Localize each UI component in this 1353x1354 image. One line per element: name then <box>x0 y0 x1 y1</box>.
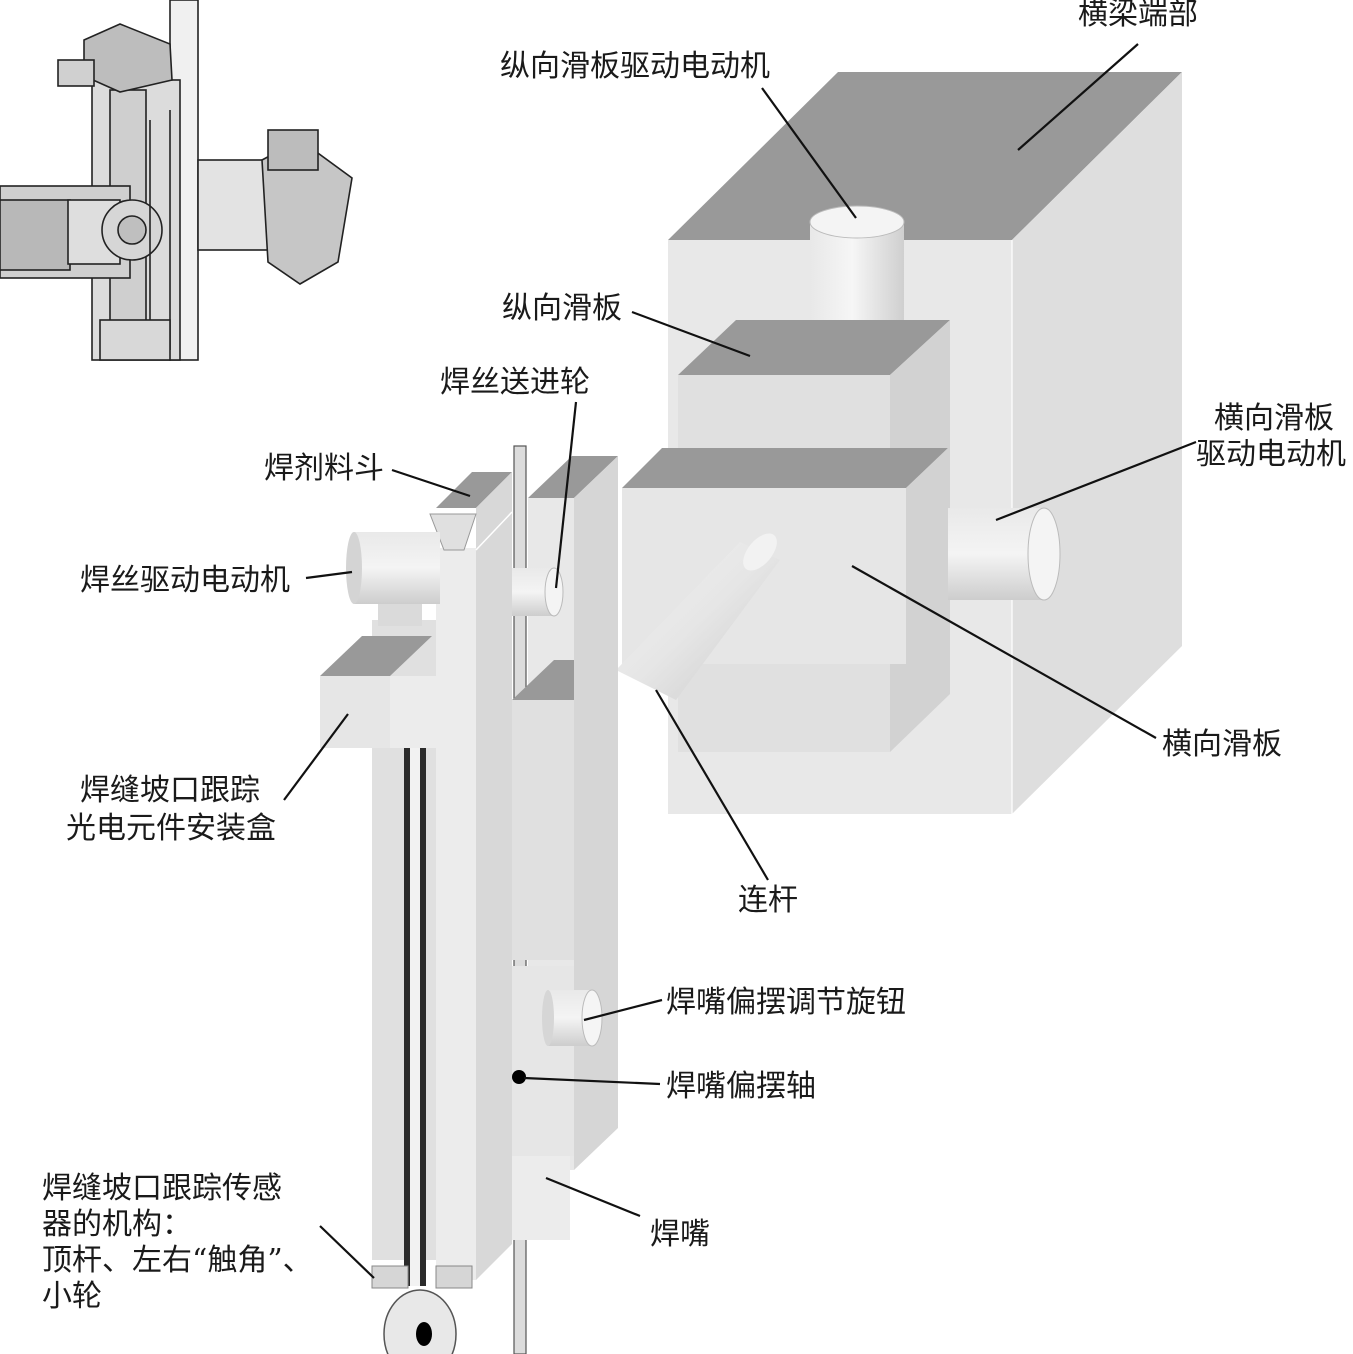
leader-sensor-box <box>283 713 349 801</box>
label-long-slide-motor: 纵向滑板驱动电动机 <box>500 49 770 84</box>
label-flux-hopper: 焊剂料斗 <box>264 451 384 486</box>
label-mechanism-line2: 器的机构： <box>42 1207 192 1242</box>
label-sensor-box-line1: 焊缝坡口跟踪 <box>80 773 260 808</box>
label-beam-end: 横梁端部 <box>1078 0 1198 32</box>
label-wire-feed-wheel: 焊丝送进轮 <box>440 365 590 400</box>
tracking-mechanism <box>371 1265 473 1354</box>
label-mechanism-line4: 小轮 <box>42 1279 102 1314</box>
leader-long-slide <box>631 310 751 358</box>
beam-end-right <box>1012 72 1182 814</box>
wire-feed-wheel <box>512 567 564 617</box>
leader-axis <box>523 1076 661 1086</box>
label-cross-slide: 横向滑板 <box>1162 727 1282 762</box>
wire-drive-motor <box>346 532 440 626</box>
inset-machine-sketch <box>0 0 353 361</box>
leader-mechanism <box>319 1225 375 1279</box>
label-torch-knob: 焊嘴偏摆调节旋钮 <box>666 985 906 1020</box>
label-link-rod: 连杆 <box>738 883 798 918</box>
leader-flux-hopper <box>391 468 471 498</box>
leader-torch <box>545 1176 641 1218</box>
leader-cross-motor <box>995 440 1197 522</box>
label-torch-axis: 焊嘴偏摆轴 <box>666 1069 816 1104</box>
label-long-slide: 纵向滑板 <box>502 291 622 326</box>
leader-knob <box>583 998 663 1022</box>
leader-cross-slide <box>851 565 1157 739</box>
photo-sensor-box <box>320 636 438 748</box>
leader-wire-motor <box>305 570 353 580</box>
leader-lines <box>283 43 1197 1279</box>
label-cross-slide-motor-line1: 横向滑板 <box>1214 401 1334 436</box>
leader-beam-end <box>1017 43 1139 151</box>
beam-end-top <box>668 72 1182 240</box>
label-mechanism-line3: 顶杆、左右“触角”、 <box>42 1243 313 1278</box>
leader-link-rod <box>655 689 769 881</box>
labels: 横梁端部 纵向滑板驱动电动机 纵向滑板 焊丝送进轮 横向滑板 驱动电动机 焊剂料… <box>42 0 1346 1314</box>
label-torch: 焊嘴 <box>650 1217 710 1252</box>
label-cross-slide-motor-line2: 驱动电动机 <box>1196 437 1346 472</box>
leader-feed-wheel <box>554 401 578 589</box>
torch-swing-axis <box>512 1070 526 1084</box>
leader-long-motor <box>761 87 857 219</box>
link-rod <box>616 533 780 700</box>
label-sensor-box-line2: 光电元件安装盒 <box>66 811 276 846</box>
torch-swing-knob <box>542 989 603 1047</box>
flux-hopper <box>429 472 513 1280</box>
label-wire-motor: 焊丝驱动电动机 <box>80 563 290 598</box>
label-mechanism-line1: 焊缝坡口跟踪传感 <box>42 1171 282 1206</box>
